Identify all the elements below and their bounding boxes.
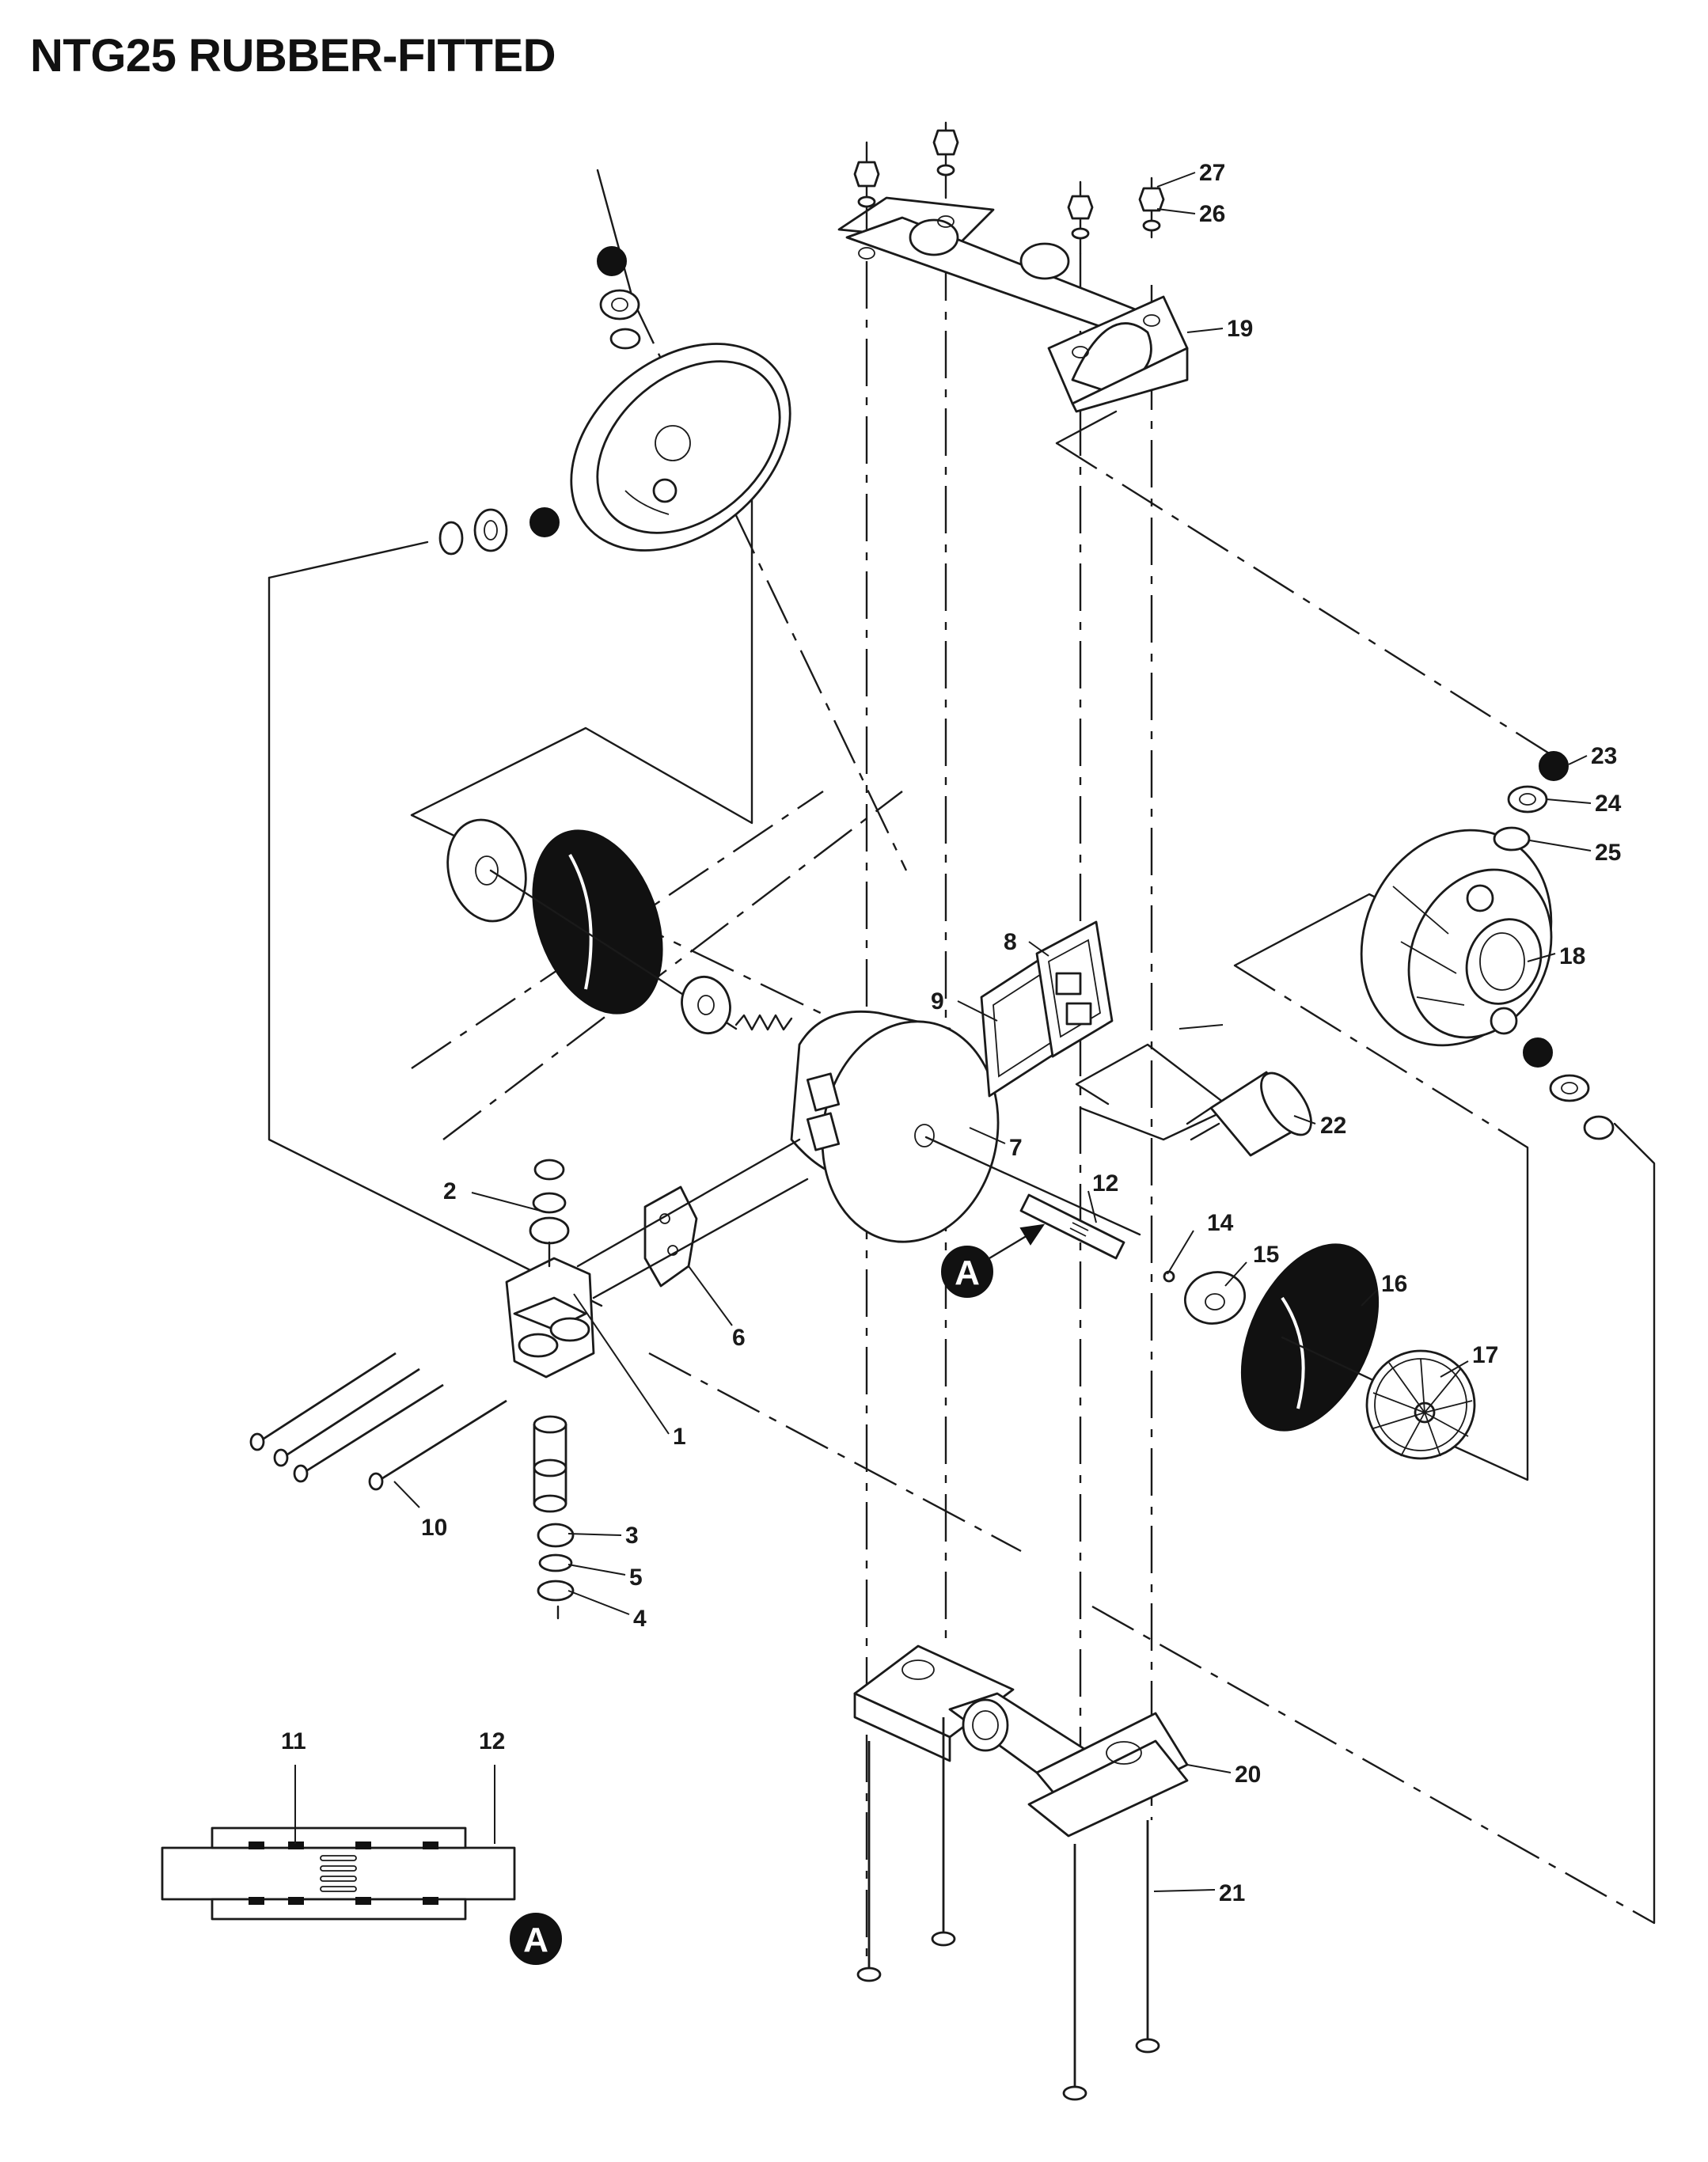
right-upper-valve-ball (1493, 751, 1569, 852)
label-6: 6 (732, 1325, 746, 1351)
page-title: NTG25 RUBBER-FITTED (30, 30, 556, 82)
valve-cap-stack-top (529, 1159, 570, 1268)
part-labels: 1 2 3 4 5 6 7 8 9 10 11 12 12 14 15 16 1… (281, 160, 1622, 1906)
gasket-and-plate (980, 920, 1114, 1098)
label-26: 26 (1199, 201, 1225, 227)
label-5: 5 (629, 1565, 643, 1591)
detail-view-a (161, 1826, 516, 1921)
backup-plate-spokes (1372, 1358, 1473, 1457)
label-10: 10 (421, 1515, 447, 1541)
label-22: 22 (1320, 1113, 1346, 1139)
spool-and-caps-bottom (533, 1415, 575, 1620)
left-diaphragm-assembly (446, 818, 793, 1035)
svg-text:A: A (523, 1921, 548, 1959)
label-3: 3 (625, 1523, 639, 1549)
bottom-manifold-20 (853, 1644, 1189, 1838)
label-20: 20 (1235, 1762, 1261, 1788)
label-15: 15 (1253, 1242, 1279, 1268)
svg-text:A: A (955, 1254, 980, 1292)
label-1: 1 (673, 1424, 686, 1450)
label-11: 11 (281, 1728, 306, 1754)
label-17: 17 (1472, 1342, 1498, 1368)
top-manifold-19 (837, 196, 1189, 413)
valve-rods-from-body (576, 1138, 809, 1299)
leader-lines (294, 172, 1592, 1892)
label-24: 24 (1595, 791, 1622, 817)
label-12-detail: 12 (479, 1728, 505, 1754)
label-23: 23 (1591, 743, 1617, 769)
center-section-7 (790, 1010, 1141, 1243)
label-8: 8 (1004, 929, 1017, 955)
label-25: 25 (1595, 840, 1621, 866)
label-4: 4 (633, 1606, 647, 1632)
label-9: 9 (931, 988, 944, 1015)
pilot-valve-22 (1186, 1071, 1312, 1157)
left-outer-chamber (570, 343, 791, 552)
label-18: 18 (1559, 943, 1585, 969)
left-frame-lines (268, 169, 753, 1307)
right-outer-chamber-18 (1360, 829, 1553, 1047)
callout-a-detail: A (510, 1913, 562, 1965)
right-diaphragm-assembly (1163, 1243, 1476, 1460)
left-upper-valve-ball (597, 246, 641, 350)
callout-a-main: A (941, 1223, 1046, 1298)
label-12: 12 (1092, 1170, 1118, 1197)
label-2: 2 (443, 1178, 457, 1204)
shaft-12 (1019, 1193, 1125, 1260)
label-19: 19 (1227, 316, 1253, 342)
right-frame-lines (1055, 410, 1656, 1925)
nuts-and-washers (853, 121, 1165, 255)
right-lower-valve-ball (1523, 1037, 1615, 1140)
left-lower-valve-ball (438, 507, 560, 556)
label-16: 16 (1381, 1271, 1407, 1297)
label-14: 14 (1207, 1210, 1234, 1236)
label-7: 7 (1009, 1135, 1023, 1161)
label-21: 21 (1219, 1880, 1245, 1906)
air-valve-body-1 (505, 1257, 595, 1379)
long-bolts-21 (856, 1717, 1160, 2101)
label-27: 27 (1199, 160, 1225, 186)
cap-screws-10 (249, 1352, 507, 1491)
